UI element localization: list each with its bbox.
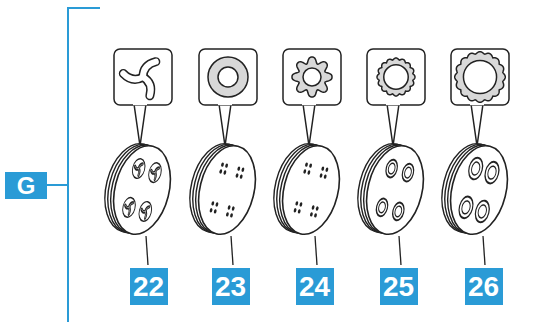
callout-bubble <box>199 49 257 105</box>
arm-fill <box>144 211 147 218</box>
callout-number: 24 <box>296 268 334 305</box>
arm-stroke <box>151 170 156 173</box>
arm-fill <box>139 163 143 169</box>
disc-part <box>433 49 516 265</box>
arm-stroke <box>134 166 139 169</box>
disc-part <box>349 49 432 265</box>
disc-face <box>442 140 516 240</box>
callout-bubble <box>451 49 509 105</box>
callout-tail <box>219 104 231 146</box>
disc-part <box>265 49 348 265</box>
callout-tail <box>471 104 483 146</box>
arm-fill <box>145 206 149 212</box>
arm-fill <box>125 205 130 208</box>
arm-fill <box>153 173 156 180</box>
disc-face <box>274 140 348 240</box>
arm-stroke <box>141 209 146 212</box>
arm-fill <box>137 169 140 176</box>
arm-fill <box>141 209 146 212</box>
callout-number: 22 <box>130 268 168 305</box>
arm-fill <box>155 167 159 173</box>
arm-fill <box>129 202 133 208</box>
shape-symbol <box>377 58 415 96</box>
leader-line <box>231 236 233 265</box>
shape-symbol <box>208 57 248 97</box>
bracket-line <box>68 8 100 322</box>
leader-line <box>399 236 401 265</box>
arm-stroke <box>143 77 151 96</box>
disc-face <box>358 140 432 240</box>
callout-bubble <box>283 49 341 105</box>
arm-stroke <box>125 205 130 208</box>
group-bracket <box>46 8 100 322</box>
disc-face <box>190 140 264 240</box>
arm-fill <box>151 170 156 173</box>
callout-tail <box>387 104 399 146</box>
disc-face <box>105 140 179 240</box>
arm-fill <box>134 166 139 169</box>
callout-tail <box>303 104 315 146</box>
shape-symbol <box>292 57 332 97</box>
arm-stroke <box>123 74 143 80</box>
leader-line <box>146 236 148 265</box>
callout-bubble <box>367 49 425 105</box>
leader-line <box>483 236 485 265</box>
group-label: G <box>5 172 47 199</box>
callout-number: 26 <box>465 268 503 305</box>
callout-bubble <box>114 49 172 105</box>
disc-group <box>96 49 516 265</box>
callout-number: 23 <box>212 268 250 305</box>
arm-fill <box>143 77 151 96</box>
shape-symbol <box>123 62 156 96</box>
bracket-tick <box>46 184 68 186</box>
arm-fill <box>127 207 130 214</box>
disc-part <box>96 49 179 265</box>
leader-line <box>315 236 317 265</box>
disc-part <box>181 49 264 265</box>
arm-fill <box>123 74 143 80</box>
callout-number: 25 <box>380 268 418 305</box>
shape-symbol <box>455 52 506 103</box>
callout-tail <box>134 104 146 146</box>
